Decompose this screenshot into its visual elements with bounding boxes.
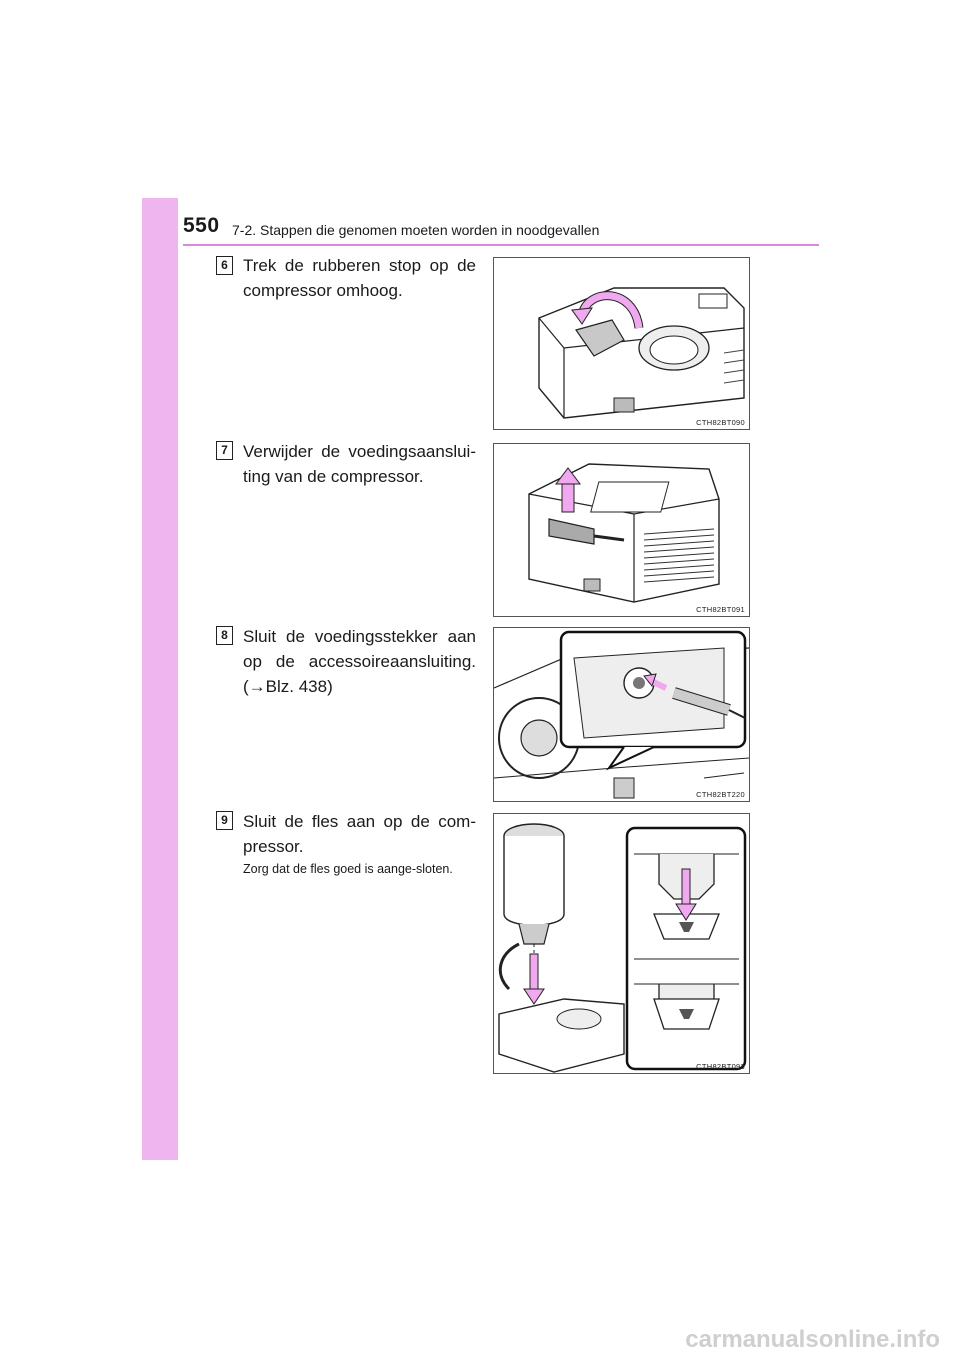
- step-7-text: Verwijder de voedingsaanslui-ting van de…: [243, 442, 476, 486]
- watermark: carmanualsonline.info: [0, 1322, 960, 1358]
- page-number: 550: [183, 214, 220, 237]
- figure-bottle-connection: CTH82BT093: [493, 813, 750, 1074]
- figure-code: CTH82BT220: [696, 790, 745, 799]
- compressor-connector-illustration: [528, 463, 720, 603]
- step-9-badge: 9: [216, 811, 233, 830]
- step-6-text: Trek de rubberen stop op de compressor o…: [243, 256, 476, 300]
- figure-compressor-power-connector: CTH82BT091: [493, 443, 750, 617]
- step-6-badge: 6: [216, 256, 233, 275]
- step-8-text: Sluit de voedingsstekker aan op de acces…: [243, 627, 476, 696]
- section-title: 7-2. Stappen die genomen moeten worden i…: [232, 222, 600, 238]
- figure-code: CTH82BT090: [696, 418, 745, 427]
- accessory-socket-illustration: [494, 630, 749, 799]
- step-9-text: Sluit de fles aan op de com-pressor.: [243, 812, 476, 856]
- compressor-stop-illustration: [538, 287, 745, 419]
- step-8-badge: 8: [216, 626, 233, 645]
- header-rule: [183, 244, 819, 246]
- chapter-side-strip: [142, 198, 178, 1160]
- step-9-note: Zorg dat de fles goed is aange-sloten.: [243, 862, 453, 876]
- figure-code: CTH82BT091: [696, 605, 745, 614]
- watermark-text: carmanualsonline.info: [685, 1326, 940, 1353]
- figure-compressor-rubber-stop: CTH82BT090: [493, 257, 750, 430]
- figure-accessory-socket: CTH82BT220: [493, 627, 750, 802]
- step-7-badge: 7: [216, 441, 233, 460]
- bottle-connection-illustration: [498, 823, 747, 1073]
- figure-code: CTH82BT093: [696, 1062, 745, 1071]
